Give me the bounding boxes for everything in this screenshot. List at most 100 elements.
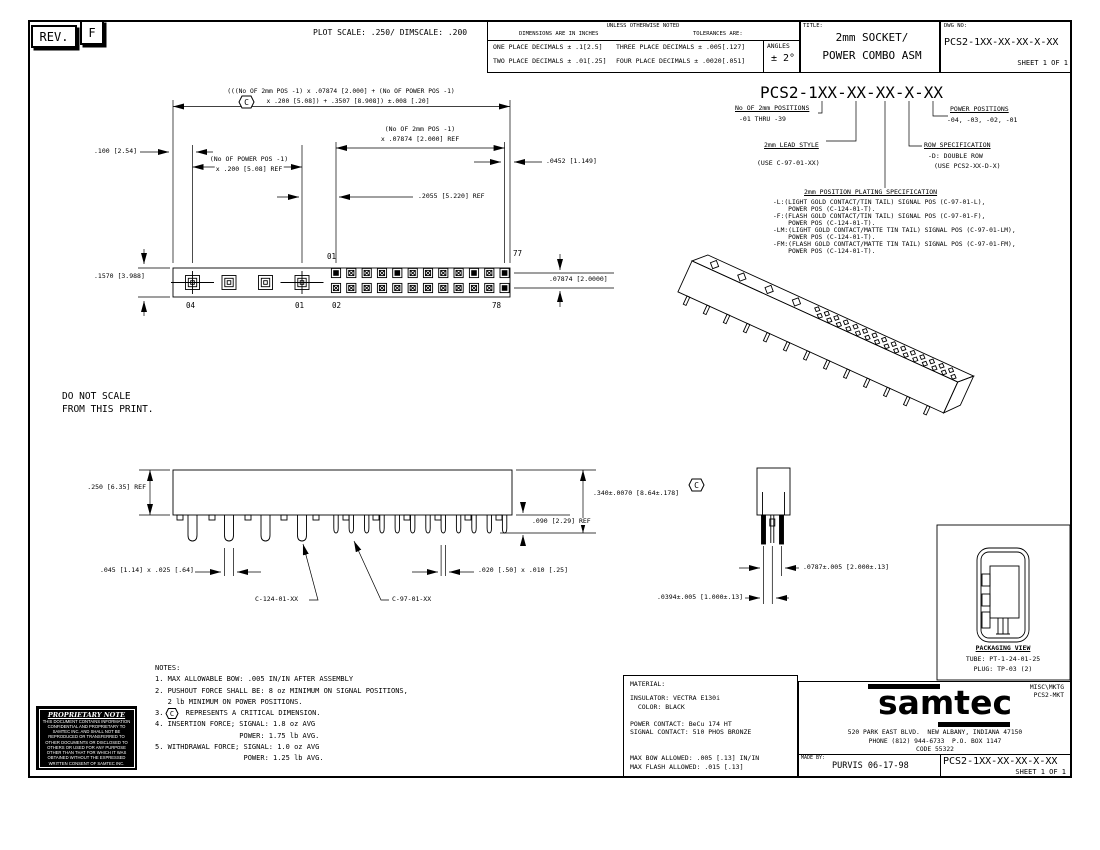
svg-text:C: C <box>694 481 699 490</box>
note-2: 2. PUSHOUT FORCE SHALL BE: 8 oz MINIMUM … <box>155 686 408 695</box>
material-line: MAX FLASH ALLOWED: .015 [.13] <box>630 762 744 771</box>
plating-line: POWER POS (C-124-01-T). <box>773 220 876 228</box>
material-line: MAX BOW ALLOWED: .005 [.13] IN/IN <box>630 754 760 763</box>
proprietary-note-box: PROPRIETARY NOTE THIS DOCUMENT CONTAINS … <box>36 706 137 770</box>
pin-label-04: 04 <box>186 301 196 310</box>
note-3: 3. C REPRESENTS A CRITICAL DIMENSION. <box>155 708 408 720</box>
power-positions-values: -04, -03, -02, -01 <box>947 116 1018 124</box>
do-not-scale-line1: DO NOT SCALE <box>62 391 131 402</box>
plating-spec-title: 2mm POSITION PLATING SPECIFICATION <box>804 188 938 196</box>
row-spec-double: -D: DOUBLE ROW <box>928 152 983 160</box>
isometric-view <box>677 254 975 416</box>
dim-07874: .07874 [2.0000] <box>548 275 609 284</box>
packaging-view-title: PACKAGING VIEW <box>975 644 1031 652</box>
four-place-decimals: FOUR PLACE DECIMALS ± .0020[.051] <box>616 57 746 65</box>
dim-340: .340±.0070 [8.64±.178] <box>592 489 681 498</box>
dim-power-span-1: (No OF POWER POS -1) <box>208 155 290 164</box>
dim-1570: .1570 [3.988] <box>94 272 145 280</box>
dim-0452: .0452 [1.149] <box>546 157 597 165</box>
company-address-1: 520 PARK EAST BLVD. NEW ALBANY, INDIANA … <box>847 729 1023 736</box>
note-2b: 2 lb MINIMUM ON POWER POSITIONS. <box>155 697 303 706</box>
note-4b: POWER: 1.75 lb AVG. <box>155 731 320 740</box>
dim-2055: .2055 [5.220] REF <box>418 192 485 200</box>
footer-dwg-no: PCS2-1XX-XX-XX-X-XX <box>943 756 1058 767</box>
made-by-divider <box>798 754 1072 755</box>
svg-text:C: C <box>244 98 249 107</box>
plating-line: POWER POS (C-124-01-T). <box>773 248 876 256</box>
one-place-decimals: ONE PLACE DECIMALS ± .1[2.5] <box>493 43 603 51</box>
dim-0394: .0394±.005 [1.000±.13] <box>657 593 744 601</box>
dim-250: .250 [6.35] REF <box>87 483 146 491</box>
note-5: 5. WITHDRAWAL FORCE; SIGNAL: 1.0 oz AVG <box>155 743 320 752</box>
company-address-3: CODE 55322 <box>916 746 954 753</box>
top-view-body <box>171 267 511 298</box>
material-line: SIGNAL CONTACT: 510 PHOS BRONZE <box>630 728 752 737</box>
rev-label-box: REV. <box>31 25 77 48</box>
tolerances-are: TOLERANCES ARE: <box>693 31 743 37</box>
plating-line: POWER POS (C-124-01-T). <box>773 234 876 242</box>
power-positions-label: POWER POSITIONS <box>950 105 1009 113</box>
samtec-logo: samtec <box>878 683 1013 722</box>
proprietary-note-body: THIS DOCUMENT CONTAINS INFORMATION CONFI… <box>42 718 131 766</box>
dim-power-span-2: x .200 [5.08] REF <box>214 165 284 174</box>
drawing-title-line2: POWER COMBO ASM <box>822 49 922 62</box>
row-spec-use: (USE PCS2-XX-D-X) <box>934 162 1001 170</box>
title-label: TITLE: <box>803 23 823 29</box>
pin-label-01-bottom: 01 <box>295 301 305 310</box>
rev-value: F <box>88 25 96 40</box>
company-address-2: PHONE (812) 944-6733 P.O. BOX 1147 <box>868 738 1002 745</box>
dim-signal-tail: .020 [.50] x .010 [.25] <box>478 566 569 574</box>
dwg-no-cell <box>940 20 1072 73</box>
tolerance-divider-v <box>763 40 764 73</box>
do-not-scale-line2: FROM THIS PRINT. <box>62 404 154 415</box>
dim-090: .090 [2.29] REF <box>531 517 592 526</box>
positions-range: -01 THRU -39 <box>739 115 786 123</box>
plating-spec-lines: -L:(LIGHT GOLD CONTACT/TIN TAIL) SIGNAL … <box>773 199 1016 255</box>
notes-block: NOTES: 1. MAX ALLOWABLE BOW: .005 IN/IN … <box>155 663 408 765</box>
dept-line1: MISC\MKTG <box>1029 684 1064 691</box>
rev-label: REV. <box>39 29 69 44</box>
packaging-tube: TUBE: PT-1-24-01-25 <box>965 655 1041 663</box>
svg-text:C: C <box>170 710 174 718</box>
samtec-logo-bar-top <box>868 684 940 689</box>
three-place-decimals: THREE PLACE DECIMALS ± .005[.127] <box>616 43 746 51</box>
part-number-leaders <box>818 101 948 188</box>
material-line: COLOR: BLACK <box>630 702 685 711</box>
made-by-label: MADE BY: <box>801 755 826 761</box>
notes-title: NOTES: <box>155 664 181 672</box>
angles-label: ANGLES <box>767 43 790 50</box>
lead-style-use: (USE C-97-01-XX) <box>757 159 820 167</box>
packaging-view-graphic <box>936 524 1071 681</box>
tolerance-block <box>487 20 800 73</box>
note-4: 4. INSERTION FORCE; SIGNAL: 1.8 oz AVG <box>155 720 316 729</box>
side-view-body <box>172 469 513 542</box>
material-line: INSULATOR: VECTRA E130i <box>630 694 721 702</box>
end-view-dimensions <box>739 546 799 604</box>
unless-otherwise-noted: UNLESS OTHERWISE NOTED <box>606 23 680 29</box>
material-block <box>623 675 798 778</box>
iso-pins <box>682 295 931 416</box>
footer-sheet: SHEET 1 OF 1 <box>1015 768 1066 776</box>
critical-dimension-icon: C <box>688 478 705 492</box>
plating-line: POWER POS (C-124-01-T). <box>773 206 876 214</box>
angles-value: ± 2° <box>771 53 796 64</box>
pin-label-02: 02 <box>332 301 342 310</box>
material-title: MATERIAL: <box>630 680 666 688</box>
top-view-signal-contacts <box>330 267 510 294</box>
samtec-logo-bar-bottom <box>938 722 1010 727</box>
two-place-decimals: TWO PLACE DECIMALS ± .01[.25] <box>493 57 607 65</box>
dim-power-tail: .045 [1.14] x .025 [.64] <box>100 566 194 574</box>
end-view-body <box>756 467 791 545</box>
dept-line2: PCS2-MKT <box>1033 692 1064 699</box>
rev-value-box: F <box>80 20 104 45</box>
sheet-number: SHEET 1 OF 1 <box>1017 59 1068 67</box>
row-spec-label: ROW SPECIFICATION <box>924 141 991 149</box>
part-number: PCS2-1XX-XX-XX-X-XX <box>760 83 944 102</box>
pin-label-78: 78 <box>492 301 502 310</box>
drawing-title-line1: 2mm SOCKET/ <box>835 31 909 44</box>
material-line <box>630 711 759 720</box>
critical-dimension-icon: C <box>238 95 255 109</box>
note-5b: POWER: 1.25 lb AVG. <box>155 754 324 763</box>
critical-dimension-icon: C <box>165 708 179 720</box>
